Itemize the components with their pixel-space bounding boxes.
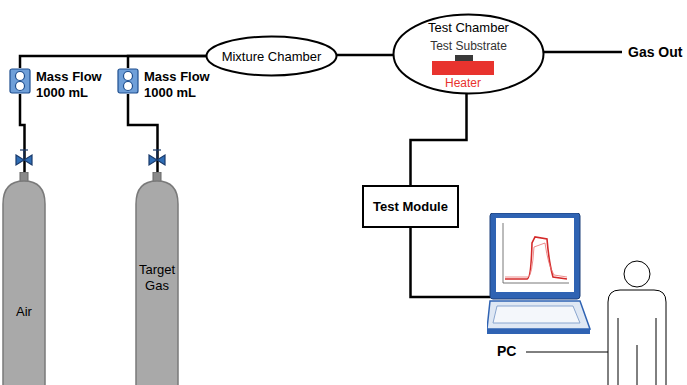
pipe-connector [411, 94, 467, 185]
flow-meter-label: Mass Flow 1000 mL [144, 69, 214, 101]
cylinder-outline [2, 172, 46, 385]
pc-label: PC [497, 343, 516, 359]
outlet-pipe [544, 51, 622, 54]
mass-flow-controller: Mass Flow 1000 mL [117, 67, 217, 103]
substrate-label: Test Substrate [430, 39, 507, 54]
outlet-label: Gas Out [628, 44, 682, 60]
gas-cylinder: Air [2, 172, 46, 385]
heater-label: Heater [422, 76, 504, 90]
flow-meter-symbol [9, 68, 31, 94]
mass-flow-controller: Mass Flow 1000 mL [9, 67, 109, 103]
cylinder-label: Target Gas [135, 262, 179, 294]
pc-laptop: PC [487, 213, 592, 337]
person-figure [608, 261, 666, 385]
module-label: Test Module [373, 199, 448, 214]
valve-symbol [149, 150, 165, 165]
flow-meter-symbol [117, 68, 139, 94]
chamber-label: Test Chamber [428, 20, 509, 35]
flow-meter-icon [117, 68, 139, 94]
valve-symbol [16, 150, 32, 165]
flow-meter-label: Mass Flow 1000 mL [36, 69, 106, 101]
pipe-connector [411, 228, 491, 297]
pipe-connector [128, 56, 206, 68]
pipe-connector [337, 54, 393, 57]
chamber-label: Mixture Chamber [222, 49, 322, 64]
gas-cylinder: Target Gas [135, 172, 179, 385]
heater-element: Heater [432, 61, 494, 75]
heater-bar [432, 61, 494, 75]
pipe-connector [20, 56, 206, 68]
laptop-drawing [487, 213, 592, 337]
cylinder-label: Air [2, 304, 46, 320]
mixing-chamber: Mixture Chamber [205, 35, 338, 77]
test-chamber: Test ChamberTest SubstrateHeater [392, 13, 545, 95]
flow-meter-icon [9, 68, 31, 94]
test-module-box: Test Module [362, 185, 459, 228]
